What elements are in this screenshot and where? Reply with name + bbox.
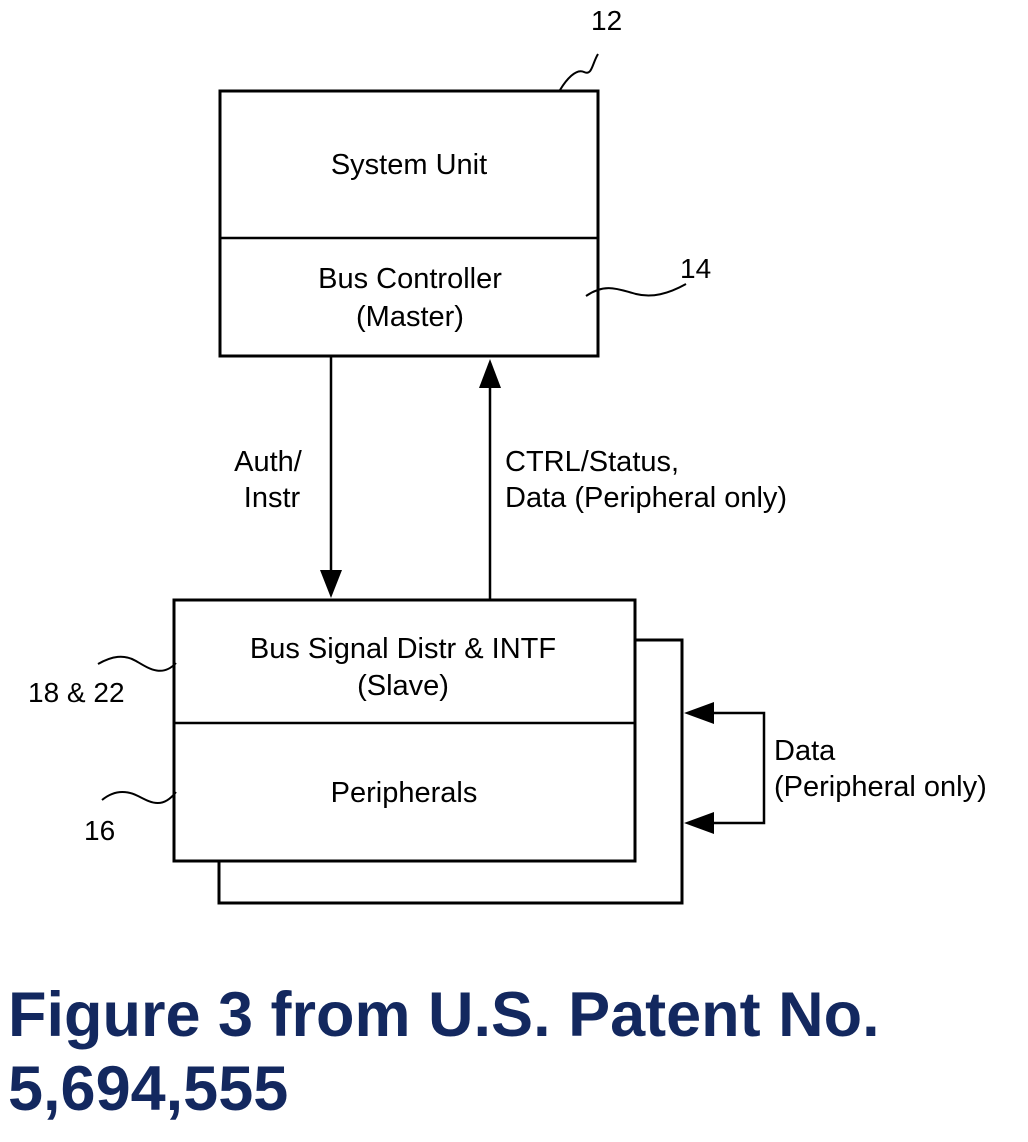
ref-12-leader — [559, 53, 599, 91]
figure-caption: Figure 3 from U.S. Patent No. 5,694,555 — [8, 978, 1018, 1126]
auth-instr-label-line2: Instr — [244, 482, 301, 514]
ctrl-status-label-line1: CTRL/Status, — [505, 446, 679, 478]
data-arrow-head-bottom — [684, 812, 714, 834]
ref-12-label: 12 — [591, 5, 622, 36]
ref-18-22-label: 18 & 22 — [28, 677, 125, 708]
bus-controller-role-label: (Master) — [356, 301, 464, 333]
caption-line1: Figure 3 from U.S. Patent No. — [8, 980, 880, 1050]
ref-18-22-leader — [97, 655, 177, 672]
auth-instr-label-line1: Auth/ — [234, 446, 303, 478]
bus-signal-label: Bus Signal Distr & INTF — [250, 633, 556, 665]
data-arrow-head-top — [684, 702, 714, 724]
data-loop-line — [714, 711, 766, 825]
ctrl-status-arrow-head — [479, 359, 501, 388]
ref-14-leader — [585, 283, 687, 297]
caption-line2: 5,694,555 — [8, 1054, 289, 1124]
system-unit-box — [218, 89, 600, 358]
data-label-line2: (Peripheral only) — [774, 771, 987, 803]
data-label-line1: Data — [774, 735, 836, 767]
auth-instr-arrow-head — [320, 570, 342, 598]
ctrl-status-label-line2: Data (Peripheral only) — [505, 482, 787, 514]
patent-figure-diagram: System Unit Bus Controller (Master) Bus … — [28, 5, 987, 905]
slave-peripheral-box — [172, 598, 637, 863]
bus-signal-role-label: (Slave) — [357, 670, 449, 702]
peripherals-label: Peripherals — [331, 777, 478, 809]
ref-16-label: 16 — [84, 815, 115, 846]
ref-16-leader — [101, 790, 177, 804]
ref-14-label: 14 — [680, 253, 711, 284]
bus-controller-label: Bus Controller — [318, 263, 502, 295]
system-unit-label: System Unit — [331, 149, 487, 181]
